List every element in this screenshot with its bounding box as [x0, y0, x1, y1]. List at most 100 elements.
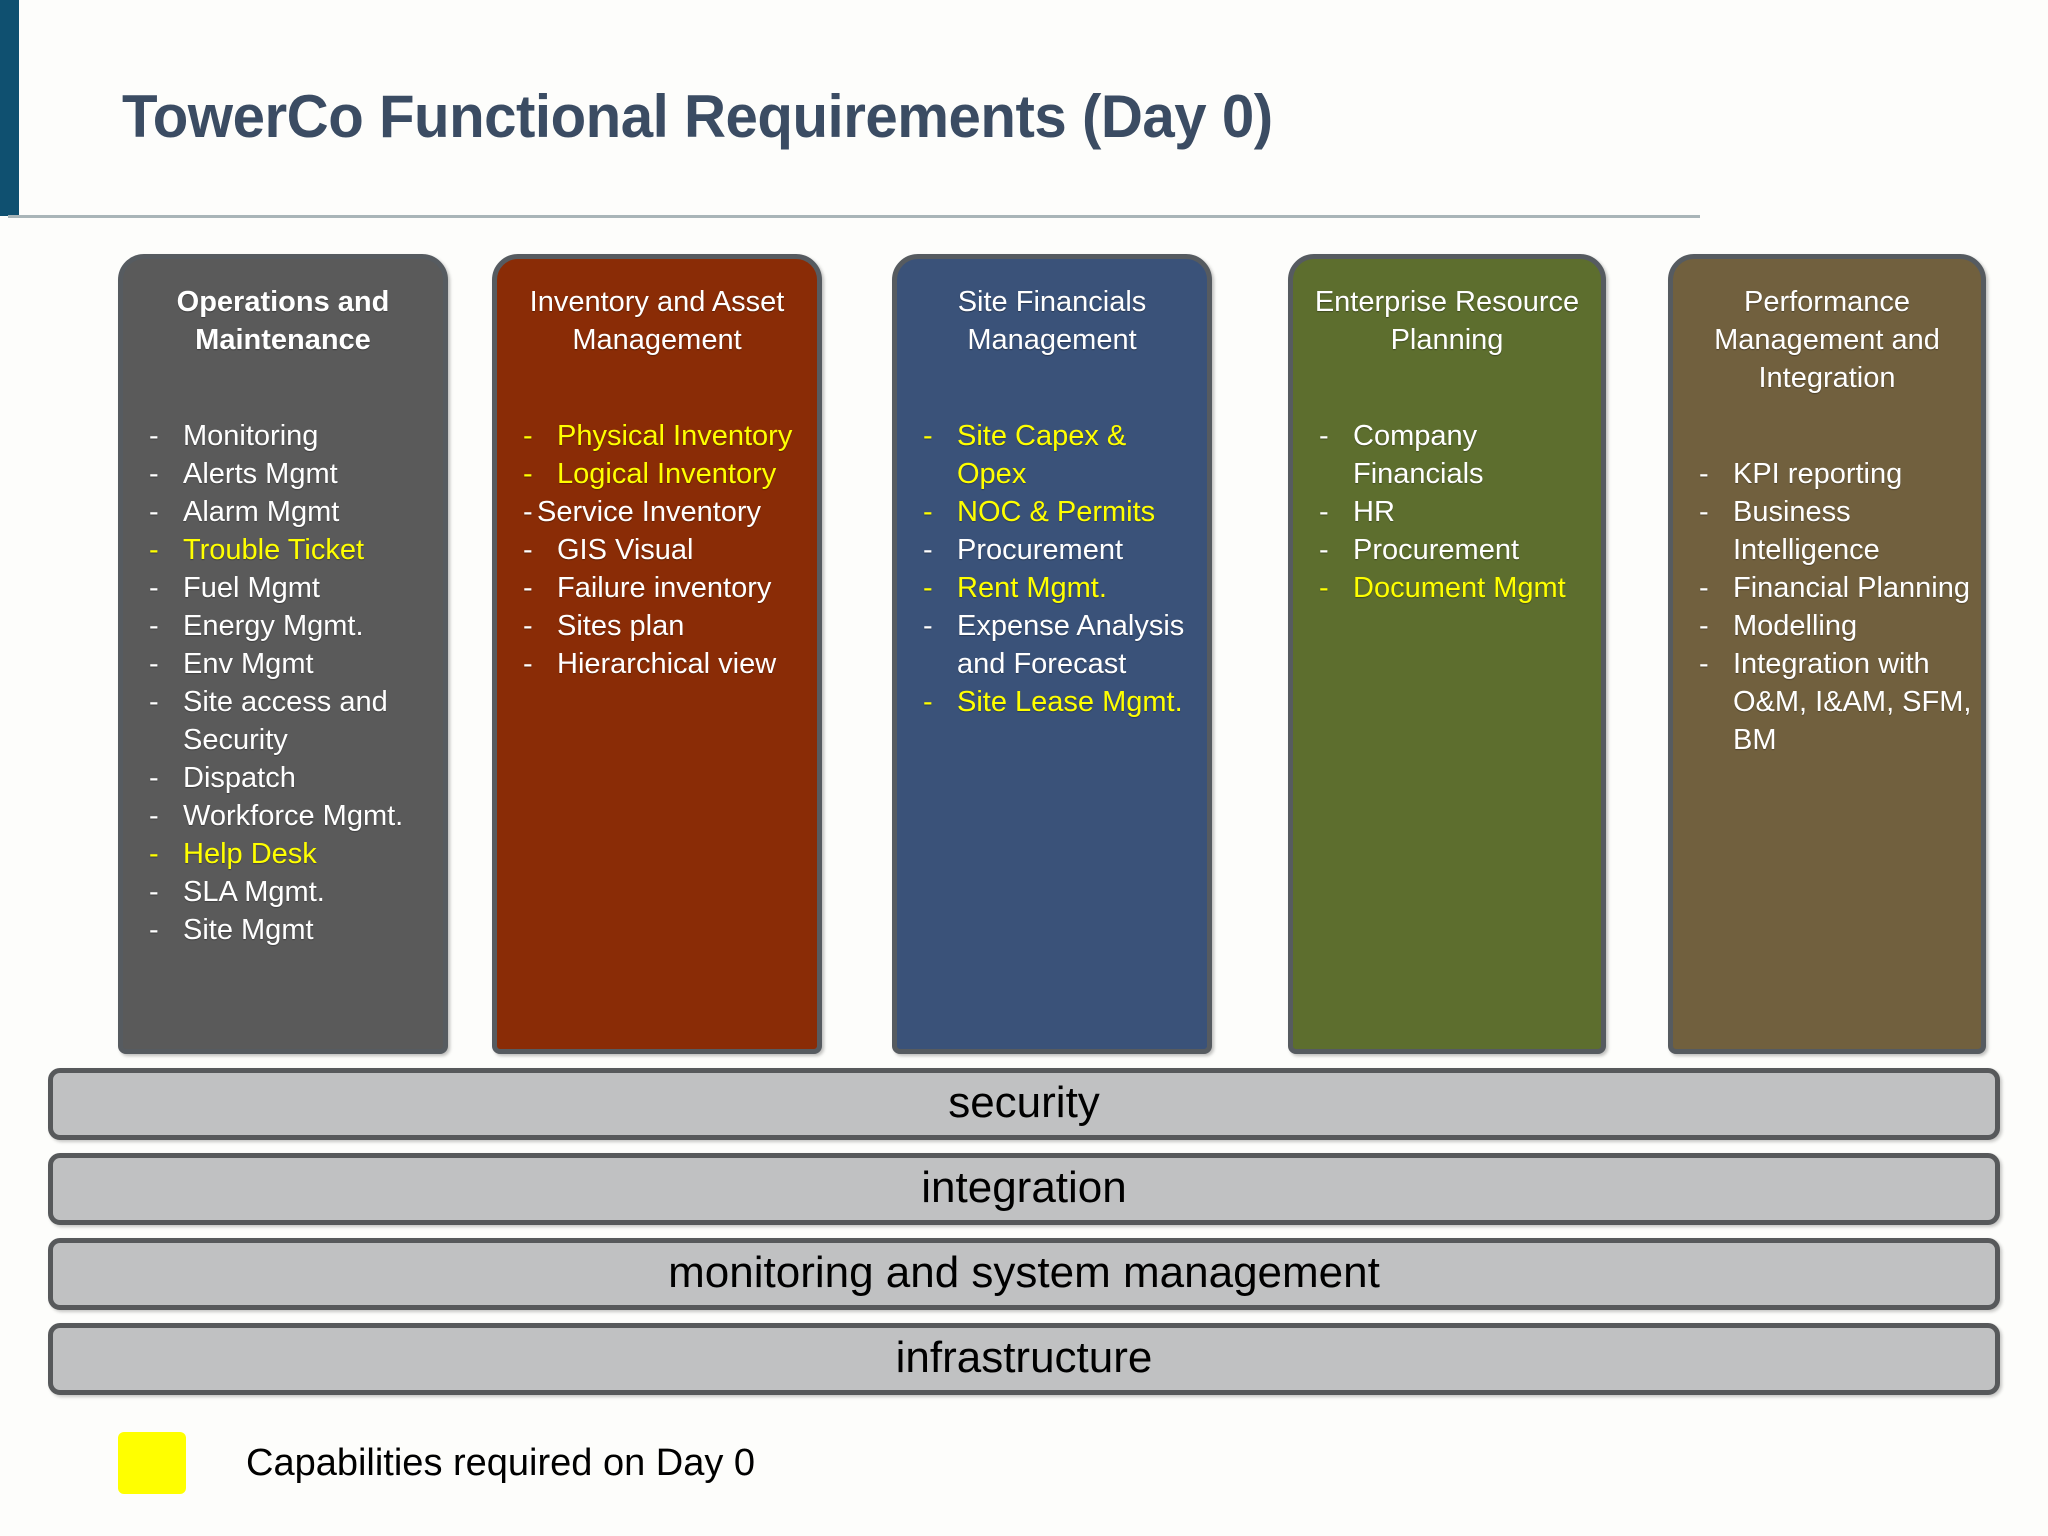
- bullet-dash-icon: -: [1699, 496, 1709, 528]
- capability-item: -Expense Analysis and Forecast: [923, 607, 1199, 683]
- capability-item: -Alerts Mgmt: [149, 455, 435, 493]
- pillar-performance-management-and-integration[interactable]: Performance Management and Integration-K…: [1668, 254, 1986, 1054]
- foundation-bar-label: monitoring and system management: [668, 1248, 1380, 1297]
- capability-label: Procurement: [1353, 534, 1520, 566]
- pillar-site-financials-management[interactable]: Site Financials Management-Site Capex & …: [892, 254, 1212, 1054]
- capability-item: -Workforce Mgmt.: [149, 797, 435, 835]
- bullet-dash-icon: -: [923, 572, 933, 604]
- capability-label: Failure inventory: [557, 572, 772, 604]
- capability-label: Alerts Mgmt: [183, 458, 338, 490]
- foundation-bar-monitoring-and-system-management[interactable]: monitoring and system management: [48, 1238, 2000, 1310]
- capability-item: -SLA Mgmt.: [149, 873, 435, 911]
- bullet-dash-icon: -: [149, 762, 159, 794]
- capability-item: -Fuel Mgmt: [149, 569, 435, 607]
- pillar-enterprise-resource-planning[interactable]: Enterprise Resource Planning-Company Fin…: [1288, 254, 1606, 1054]
- legend: Capabilities required on Day 0: [118, 1432, 755, 1494]
- capability-label: Business Intelligence: [1733, 496, 1880, 566]
- pillar-title: Inventory and Asset Management: [529, 286, 785, 356]
- bullet-dash-icon: -: [149, 534, 159, 566]
- capability-item: -Dispatch: [149, 759, 435, 797]
- capability-label: Fuel Mgmt: [183, 572, 320, 604]
- bullet-dash-icon: -: [523, 458, 533, 490]
- capability-label: Sites plan: [557, 610, 685, 642]
- capability-label: SLA Mgmt.: [183, 876, 325, 908]
- bullet-dash-icon: -: [523, 496, 533, 528]
- bullet-dash-icon: -: [1699, 572, 1709, 604]
- capability-label: Company Financials: [1353, 420, 1484, 490]
- bullet-dash-icon: -: [1699, 458, 1709, 490]
- legend-swatch-day0: [118, 1432, 186, 1494]
- capability-label: Procurement: [957, 534, 1124, 566]
- capability-item: -Site access and Security: [149, 683, 435, 759]
- pillar-capability-list: -KPI reporting-Business Intelligence-Fin…: [1673, 455, 1981, 759]
- bullet-dash-icon: -: [523, 610, 533, 642]
- capability-label: Rent Mgmt.: [957, 572, 1107, 604]
- pillar-inventory-and-asset-management[interactable]: Inventory and Asset Management-Physical …: [492, 254, 822, 1054]
- capability-label: Logical Inventory: [557, 458, 777, 490]
- capability-item: -GIS Visual: [523, 531, 809, 569]
- capability-label: Hierarchical view: [557, 648, 777, 680]
- bullet-dash-icon: -: [1319, 572, 1329, 604]
- legend-label: Capabilities required on Day 0: [246, 1441, 756, 1484]
- capability-item: -Business Intelligence: [1699, 493, 1973, 569]
- left-accent-bar: [0, 0, 19, 216]
- pillar-title: Enterprise Resource Planning: [1314, 286, 1580, 356]
- capability-item: -Procurement: [923, 531, 1199, 569]
- capability-label: NOC & Permits: [957, 496, 1156, 528]
- capability-label: Expense Analysis and Forecast: [957, 610, 1185, 680]
- bullet-dash-icon: -: [149, 420, 159, 452]
- capability-label: HR: [1353, 496, 1395, 528]
- capability-label: Document Mgmt: [1353, 572, 1566, 604]
- capability-label: Modelling: [1733, 610, 1858, 642]
- bullet-dash-icon: -: [523, 420, 533, 452]
- bullet-dash-icon: -: [1319, 496, 1329, 528]
- pillar-title: Performance Management and Integration: [1714, 286, 1940, 394]
- foundation-bar-security[interactable]: security: [48, 1068, 2000, 1140]
- bullet-dash-icon: -: [149, 648, 159, 680]
- capability-label: Env Mgmt: [183, 648, 314, 680]
- bullet-dash-icon: -: [149, 876, 159, 908]
- capability-item: -Physical Inventory: [523, 417, 809, 455]
- bullet-dash-icon: -: [523, 572, 533, 604]
- capability-item: -Monitoring: [149, 417, 435, 455]
- capability-label: Dispatch: [183, 762, 296, 794]
- capability-item: -Help Desk: [149, 835, 435, 873]
- bullet-dash-icon: -: [523, 534, 533, 566]
- capability-label: Site Capex & Opex: [957, 420, 1127, 490]
- foundation-bar-label: integration: [921, 1163, 1127, 1212]
- bullet-dash-icon: -: [149, 496, 159, 528]
- capability-item: -Modelling: [1699, 607, 1973, 645]
- capability-item: -Financial Planning: [1699, 569, 1973, 607]
- capability-item: -Company Financials: [1319, 417, 1593, 493]
- bullet-dash-icon: -: [923, 686, 933, 718]
- bullet-dash-icon: -: [149, 800, 159, 832]
- bullet-dash-icon: -: [1699, 610, 1709, 642]
- capability-label: Energy Mgmt.: [183, 610, 364, 642]
- pillar-title: Operations and Maintenance: [176, 286, 390, 356]
- capability-item: -Site Capex & Opex: [923, 417, 1199, 493]
- pillar-capability-list: -Monitoring-Alerts Mgmt-Alarm Mgmt-Troub…: [123, 417, 443, 949]
- capability-item: -HR: [1319, 493, 1593, 531]
- foundation-bar-infrastructure[interactable]: infrastructure: [48, 1323, 2000, 1395]
- capability-label: Help Desk: [183, 838, 317, 870]
- capability-item: -Site Lease Mgmt.: [923, 683, 1199, 721]
- pillar-capability-list: -Site Capex & Opex-NOC & Permits-Procure…: [897, 417, 1207, 721]
- capability-item: -Failure inventory: [523, 569, 809, 607]
- pillar-capability-list: -Company Financials-HR-Procurement-Docum…: [1293, 417, 1601, 607]
- bullet-dash-icon: -: [923, 420, 933, 452]
- pillar-operations-and-maintenance[interactable]: Operations and Maintenance-Monitoring-Al…: [118, 254, 448, 1054]
- bullet-dash-icon: -: [923, 534, 933, 566]
- bullet-dash-icon: -: [1319, 534, 1329, 566]
- capability-item: -Energy Mgmt.: [149, 607, 435, 645]
- bullet-dash-icon: -: [149, 572, 159, 604]
- bullet-dash-icon: -: [149, 686, 159, 718]
- capability-label: KPI reporting: [1733, 458, 1903, 490]
- capability-item: -Logical Inventory: [523, 455, 809, 493]
- foundation-bar-label: infrastructure: [895, 1333, 1153, 1382]
- foundation-bar-integration[interactable]: integration: [48, 1153, 2000, 1225]
- capability-label: Physical Inventory: [557, 420, 793, 452]
- capability-item: -KPI reporting: [1699, 455, 1973, 493]
- pillar-title: Site Financials Management: [957, 286, 1147, 356]
